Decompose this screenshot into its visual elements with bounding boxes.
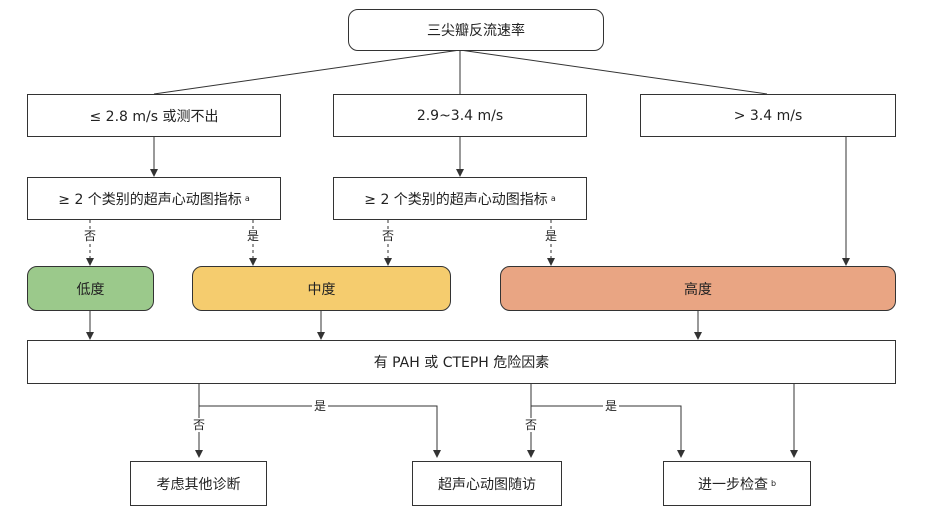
label-yes-3: 是 (312, 399, 329, 413)
outcome-further-text: 进一步检查 (697, 476, 768, 493)
level-high-box: 高度 (500, 266, 896, 311)
velocity-mid-text: 2.9~3.4 m/s (416, 107, 504, 124)
outcome-further-note: b (770, 479, 777, 488)
label-yes-4: 是 (603, 399, 620, 413)
velocity-low-box: ≤ 2.8 m/s 或测不出 (27, 94, 281, 137)
edge-title-low (153, 49, 461, 95)
edge-title-high (459, 49, 768, 95)
title-box: 三尖瓣反流速率 (348, 9, 604, 51)
level-low-box: 低度 (27, 266, 154, 311)
risk-factors-box: 有 PAH 或 CTEPH 危险因素 (27, 340, 896, 384)
label-no-4: 否 (523, 418, 540, 432)
outcome-consider-text: 考虑其他诊断 (156, 476, 241, 493)
risk-factors-text: 有 PAH 或 CTEPH 危险因素 (373, 355, 550, 371)
outcome-consider-box: 考虑其他诊断 (130, 461, 267, 506)
velocity-mid-box: 2.9~3.4 m/s (333, 94, 587, 137)
title-text: 三尖瓣反流速率 (427, 23, 525, 39)
arrow-risk-followup-yes (199, 405, 441, 458)
level-mid-box: 中度 (192, 266, 451, 311)
criteria-note-1: a (244, 194, 250, 203)
velocity-high-box: > 3.4 m/s (640, 94, 896, 137)
criteria-text-1: ≥ 2 个类别的超声心动图指标 (58, 191, 242, 208)
arrow-risk-further-yes (531, 405, 685, 458)
level-low-text: 低度 (76, 281, 105, 298)
level-high-text: 高度 (684, 281, 712, 298)
velocity-low-text: ≤ 2.8 m/s 或测不出 (89, 108, 219, 125)
label-no-1: 否 (82, 229, 99, 243)
criteria-text-2: ≥ 2 个类别的超声心动图指标 (364, 191, 548, 208)
label-yes-1: 是 (245, 229, 262, 243)
outcome-followup-text: 超声心动图随访 (438, 476, 536, 493)
label-no-3: 否 (191, 418, 208, 432)
outcome-followup-box: 超声心动图随访 (412, 461, 562, 506)
label-yes-2: 是 (543, 229, 560, 243)
criteria-note-2: a (550, 194, 556, 203)
velocity-high-text: > 3.4 m/s (733, 107, 803, 124)
label-no-2: 否 (380, 229, 397, 243)
level-mid-text: 中度 (307, 281, 336, 298)
